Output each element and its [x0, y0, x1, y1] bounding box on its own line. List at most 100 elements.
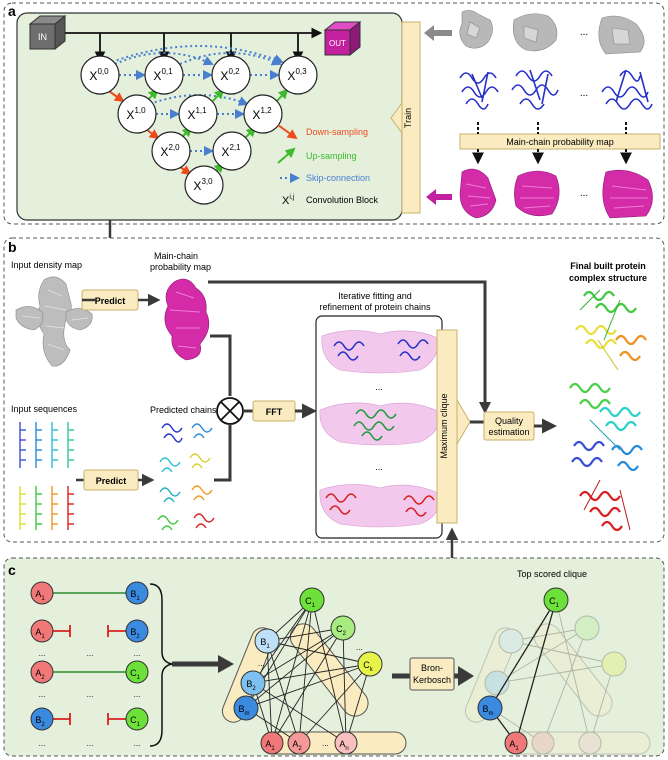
- graph-node-c2: C2: [330, 615, 356, 641]
- unet-legend: Down-sampling Up-sampling Skip-connectio…: [277, 124, 379, 207]
- graph-node-b2: B2: [240, 670, 266, 696]
- legend-convolution-block: Convolution Block: [306, 195, 379, 205]
- svg-text:C1: C1: [305, 596, 316, 609]
- svg-text:Predict: Predict: [96, 476, 127, 486]
- svg-text:X0,1: X0,1: [153, 67, 173, 83]
- svg-text:B2: B2: [246, 679, 256, 692]
- mc-map-label: Main-chain probability map: [506, 137, 614, 147]
- svg-text:X0,0: X0,0: [89, 67, 109, 83]
- training-density-maps: [459, 10, 645, 55]
- unet-node-1-1: X1,1: [178, 94, 218, 134]
- fft-box: FFT: [252, 400, 296, 422]
- svg-text:C1: C1: [549, 596, 560, 609]
- graph-node-ck: Ck: [357, 651, 383, 677]
- unet-node-0-0: X0,0: [80, 55, 120, 95]
- graph-node-a1: A1: [260, 731, 284, 755]
- svg-text:Bm: Bm: [238, 704, 249, 717]
- top-clique-node-c1: C1: [543, 587, 569, 613]
- pairs-dots-r3: ...: [134, 739, 141, 748]
- map-to-quality-line: [208, 280, 487, 408]
- panel-c-label: c: [8, 562, 16, 578]
- svg-text:X3,0: X3,0: [193, 177, 213, 193]
- graph-node-an: An: [334, 731, 358, 755]
- fitting-snapshot-3: [319, 484, 441, 528]
- svg-text:Kerbosch: Kerbosch: [413, 675, 451, 685]
- legend-up-sampling: Up-sampling: [306, 151, 357, 161]
- density-texture: [21, 289, 89, 351]
- unet-node-0-3: X0,3: [278, 55, 318, 95]
- pairs-dots-m3: ...: [87, 739, 94, 748]
- svg-text:X0,2: X0,2: [220, 67, 240, 83]
- unet-node-2-0: X2,0: [151, 131, 191, 171]
- top-clique-node-a1: A1: [504, 731, 528, 755]
- legend-down-sampling: Down-sampling: [306, 127, 368, 137]
- svg-text:X0,3: X0,3: [287, 67, 307, 83]
- svg-text:An: An: [339, 739, 348, 752]
- unet-node-1-0: X1,0: [117, 94, 157, 134]
- svg-text:C2: C2: [336, 624, 347, 637]
- panel-b-label: b: [8, 239, 17, 255]
- svg-text:Quality: Quality: [495, 416, 524, 426]
- unet-node-0-2: X0,2: [211, 55, 251, 95]
- pairs-to-graph-head: [218, 655, 234, 673]
- svg-text:Bm: Bm: [482, 704, 493, 717]
- svg-text:Predict: Predict: [95, 296, 126, 306]
- iterative-label-1: Iterative fitting and: [338, 291, 412, 301]
- final-structure-strands: [579, 289, 631, 531]
- panel-a-label: a: [8, 3, 16, 19]
- unet-node-1-2: X1,2: [243, 94, 283, 134]
- svg-text:estimation: estimation: [488, 427, 529, 437]
- bron-kerbosch-box: Bron- Kerbosch: [409, 657, 455, 691]
- unet-node-2-1: X2,1: [212, 131, 252, 171]
- in-label: IN: [38, 32, 47, 42]
- pair-a2-c1: A2 C1: [30, 660, 149, 684]
- in-cube: IN: [28, 14, 67, 51]
- density-to-train-arrow: [424, 25, 452, 41]
- svg-text:X1,1: X1,1: [187, 106, 207, 122]
- legend-skip-connection: Skip-connection: [306, 173, 370, 183]
- fitting-dots-1: ...: [375, 382, 383, 392]
- input-sequences-top: [19, 422, 74, 468]
- final-label-1: Final built protein: [570, 261, 646, 271]
- mc-prob-label-1: Main-chain: [154, 251, 198, 261]
- svg-text:B1: B1: [260, 637, 270, 650]
- svg-text:Maximum clique: Maximum clique: [439, 393, 449, 458]
- predict-chains-box: Predict: [83, 469, 139, 491]
- predicted-chains: [157, 423, 215, 531]
- probability-map-texture: [465, 183, 648, 209]
- structure-dots: ...: [580, 88, 588, 99]
- maximum-clique-bar: Maximum clique: [436, 329, 471, 524]
- pairs-dots-m1: ...: [87, 649, 94, 658]
- svg-text:B2: B2: [35, 715, 45, 728]
- svg-text:C1: C1: [130, 668, 141, 681]
- out-cube: OUT: [323, 20, 362, 57]
- bron-arrow-head: [458, 666, 474, 686]
- pairs-dots-m2: ...: [87, 690, 94, 699]
- pairs-dots-l1: ...: [39, 649, 46, 658]
- final-label-2: complex structure: [569, 273, 647, 283]
- pairs-dots-r2: ...: [134, 690, 141, 699]
- train-label: Train: [403, 108, 413, 128]
- graph-node-a2: A2: [287, 731, 311, 755]
- svg-text:A2: A2: [292, 739, 302, 752]
- svg-text:B1: B1: [130, 589, 140, 602]
- graph-node-b1: B1: [254, 628, 280, 654]
- out-label: OUT: [329, 39, 346, 48]
- svg-text:X1,0: X1,0: [126, 106, 146, 122]
- chains-to-cross-line: [214, 424, 232, 482]
- graph-a-dots: ...: [322, 739, 329, 748]
- quality-estimation-box: Quality estimation: [483, 411, 535, 441]
- graph-node-c1: C1: [299, 587, 325, 613]
- map-to-train-arrow: [426, 189, 452, 205]
- svg-text:Bron-: Bron-: [421, 663, 443, 673]
- fitting-snapshot-1: [321, 330, 439, 374]
- svg-text:X2,1: X2,1: [221, 143, 241, 159]
- map-to-quality-head: [479, 402, 491, 414]
- pairs-dots-l3: ...: [39, 739, 46, 748]
- svg-text:FFT: FFT: [266, 407, 283, 417]
- svg-text:C1: C1: [130, 715, 141, 728]
- probmap-dots: ...: [580, 188, 588, 199]
- predicted-chains-label: Predicted chains: [150, 405, 217, 415]
- input-density-label: Input density map: [11, 260, 82, 270]
